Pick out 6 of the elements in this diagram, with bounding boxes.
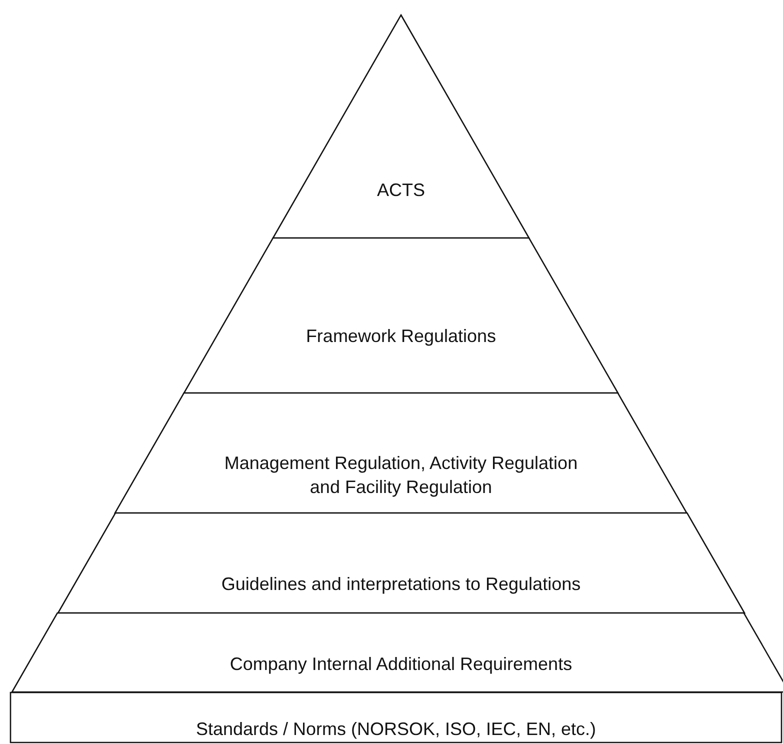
tier-label: Company Internal Additional Requirements <box>228 653 574 676</box>
tier-label: ACTS <box>376 179 426 202</box>
tier-label: Management Regulation, Activity Regulation and Facility Regulation <box>223 452 579 499</box>
tier-label: Framework Regulations <box>304 325 498 348</box>
tier-label: Guidelines and interpretations to Regulations <box>220 573 582 596</box>
tier-label: Standards / Norms (NORSOK, ISO, IEC, EN, etc.) <box>194 718 598 741</box>
